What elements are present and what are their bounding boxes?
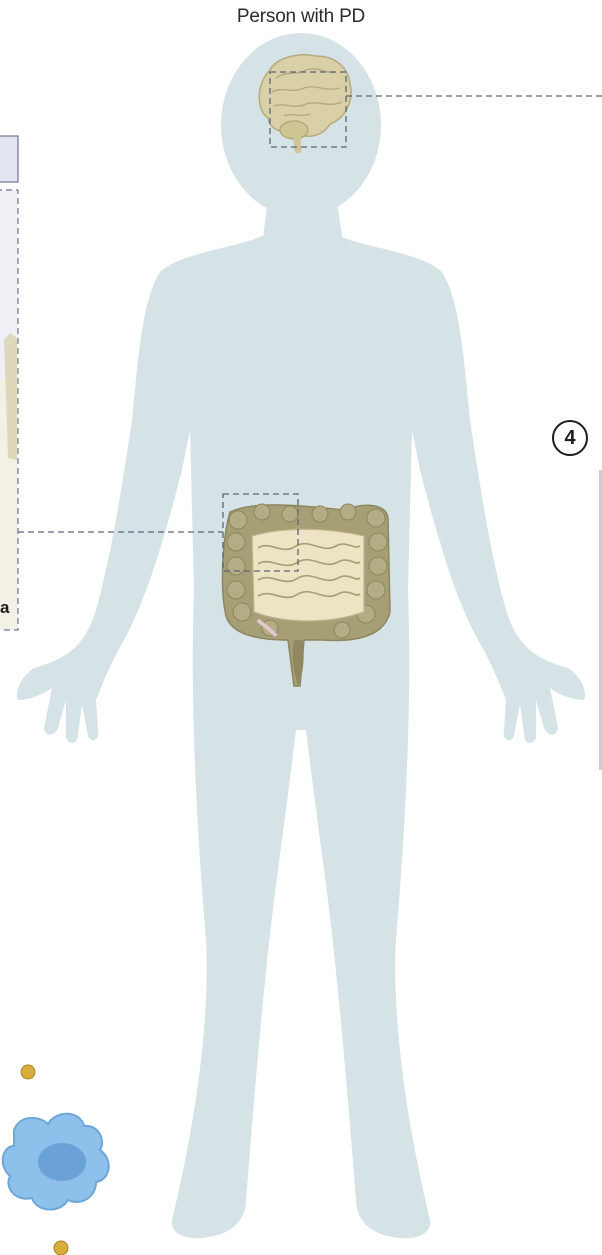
immune-cell-icon: [3, 1114, 109, 1210]
step-marker: 4: [552, 420, 588, 456]
panel-cut-letter: a: [0, 598, 9, 618]
left-panel-fragment: [0, 136, 18, 630]
